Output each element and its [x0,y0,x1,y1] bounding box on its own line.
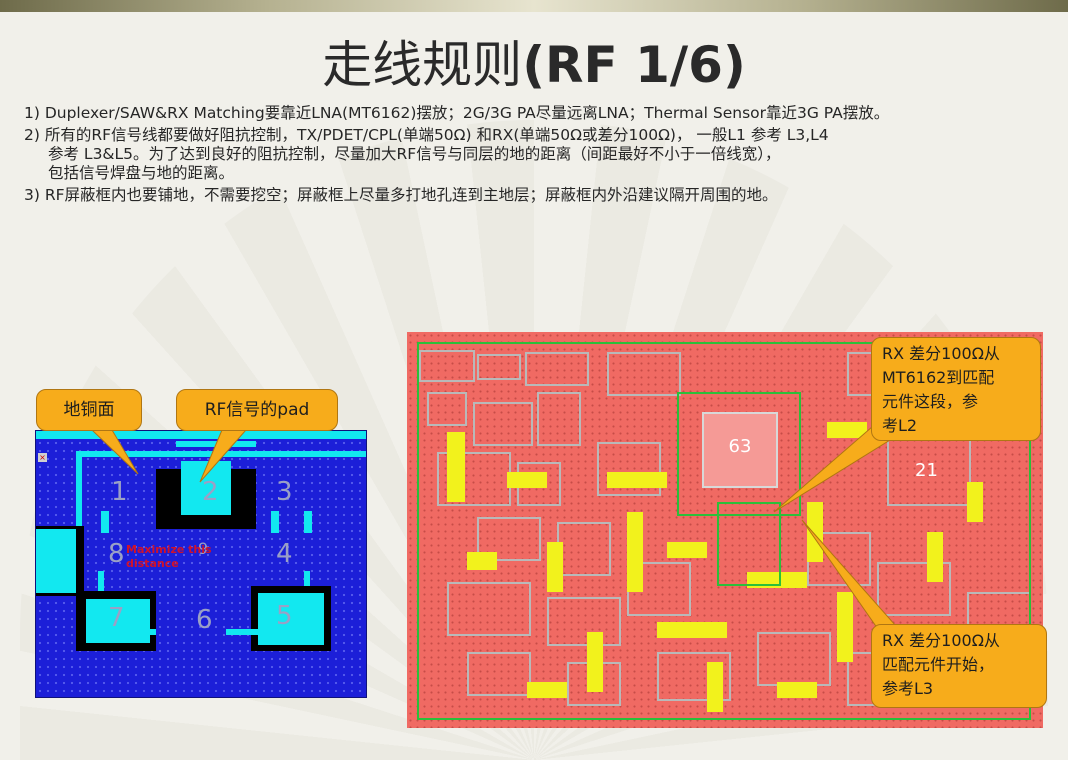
component-outline [477,354,521,380]
mt6162-chip: 63 [702,412,778,488]
callout-rx-l2-line-3: 元件这段，参 [882,392,979,411]
pcb-cyan-pad [98,571,104,591]
component-outline [607,352,681,396]
bullet-item-2: 2) 所有的RF信号线都要做好阻抗控制，TX/PDET/CPL(单端50Ω) 和… [24,126,1060,183]
component-outline [467,652,531,696]
callout-ground-copper: 地铜面 [36,389,142,431]
callout-rx-l3-line-1: RX 差分100Ω从 [882,631,1000,650]
component-outline [419,350,475,382]
component-outline [427,392,467,426]
close-icon: × [38,453,47,462]
yellow-trace [777,682,817,698]
slide-title-main: 走线规则 [322,36,523,94]
pcb-cyan-trace [76,451,82,561]
yellow-trace [527,682,567,698]
yellow-trace [627,512,643,592]
bullet-list: 1) Duplexer/SAW&RX Matching要靠近LNA(MT6162… [24,104,1060,208]
yellow-trace [657,622,727,638]
pcb-cyan-pad [258,593,324,645]
pcb-cyan-trace [226,629,266,635]
pad-number-3: 3 [276,477,293,507]
pad-number-4: 4 [276,539,293,569]
ground-copper-pcb-image: × 1 2 3 4 5 6 7 8 9 Maximize this distan… [35,430,367,698]
pad-number-8: 8 [108,539,125,569]
pad-number-1: 1 [111,477,128,507]
component-outline [537,392,581,446]
annotation-line-1: Maximize this [126,543,212,556]
bullet-item-1: 1) Duplexer/SAW&RX Matching要靠近LNA(MT6162… [24,104,890,122]
yellow-trace [587,632,603,692]
component-outline [547,597,621,646]
callout-rx-l2-line-2: MT6162到匹配 [882,368,995,387]
annotation-line-2: distance [126,557,179,570]
bullet-item-2-line-3: 包括信号焊盘与地的距离。 [48,164,235,182]
yellow-trace [447,432,465,502]
pcb-cyan-pad [36,529,76,593]
pad-number-2: 2 [202,477,219,507]
component-outline [447,582,531,636]
pad-number-6: 6 [196,605,213,635]
bullet-item-3: 3) RF屏蔽框内也要铺地，不需要挖空；屏蔽框上尽量多打地孔连到主地层；屏蔽框内… [24,186,778,204]
callout-rx-l3: RX 差分100Ω从 匹配元件开始， 参考L3 [871,624,1047,708]
maximize-distance-annotation: Maximize this distance [126,543,212,571]
component-outline [473,402,533,446]
yellow-trace [547,542,563,592]
callout-rx-l2-line-1: RX 差分100Ω从 [882,344,1000,363]
slide-title-paren: (RF 1/6) [522,36,746,94]
component-outline [657,652,731,701]
pad-center-mark: 9 [198,539,209,558]
callout-rx-l2: RX 差分100Ω从 MT6162到匹配 元件这段，参 考L2 [871,337,1041,441]
pcb-cyan-pad [304,511,312,533]
pcb-cyan-pad [101,511,109,533]
yellow-trace [667,542,707,558]
pcb-cyan-trace [176,441,256,447]
callout-rx-l3-line-3: 参考L3 [882,679,934,698]
component-label: 21 [915,460,938,481]
pcb-cyan-trace [76,451,366,457]
green-board-outline [417,342,1031,720]
pad-number-5: 5 [276,601,293,631]
green-outline [717,502,781,586]
yellow-trace [507,472,547,488]
callout-rx-l2-line-4: 考L2 [882,416,918,435]
component-outline [477,517,541,561]
yellow-trace [967,482,983,522]
pcb-cyan-trace [96,629,156,635]
top-decorative-band [0,0,1068,12]
yellow-trace [927,532,943,582]
callout-rx-l3-line-2: 匹配元件开始， [882,655,995,674]
yellow-trace [467,552,497,570]
yellow-trace [707,662,723,712]
component-outline [525,352,589,386]
chip-label: 63 [728,436,752,457]
component-outline [597,442,661,496]
bullet-item-2-line-2: 参考 L3&L5。为了达到良好的阻抗控制，尽量加大RF信号与同层的地的距离（间距… [48,145,781,163]
callout-rf-pad: RF信号的pad [176,389,338,431]
bullet-item-2-line-1: 2) 所有的RF信号线都要做好阻抗控制，TX/PDET/CPL(单端50Ω) 和… [24,126,829,144]
pcb-cyan-trace [36,431,366,439]
pcb-cyan-pad [271,511,279,533]
yellow-trace [607,472,667,488]
pcb-cyan-pad [304,571,310,591]
pad-number-7: 7 [108,603,125,633]
pcb-cyan-pad [86,599,150,643]
slide-title: 走线规则(RF 1/6) [0,30,1068,100]
